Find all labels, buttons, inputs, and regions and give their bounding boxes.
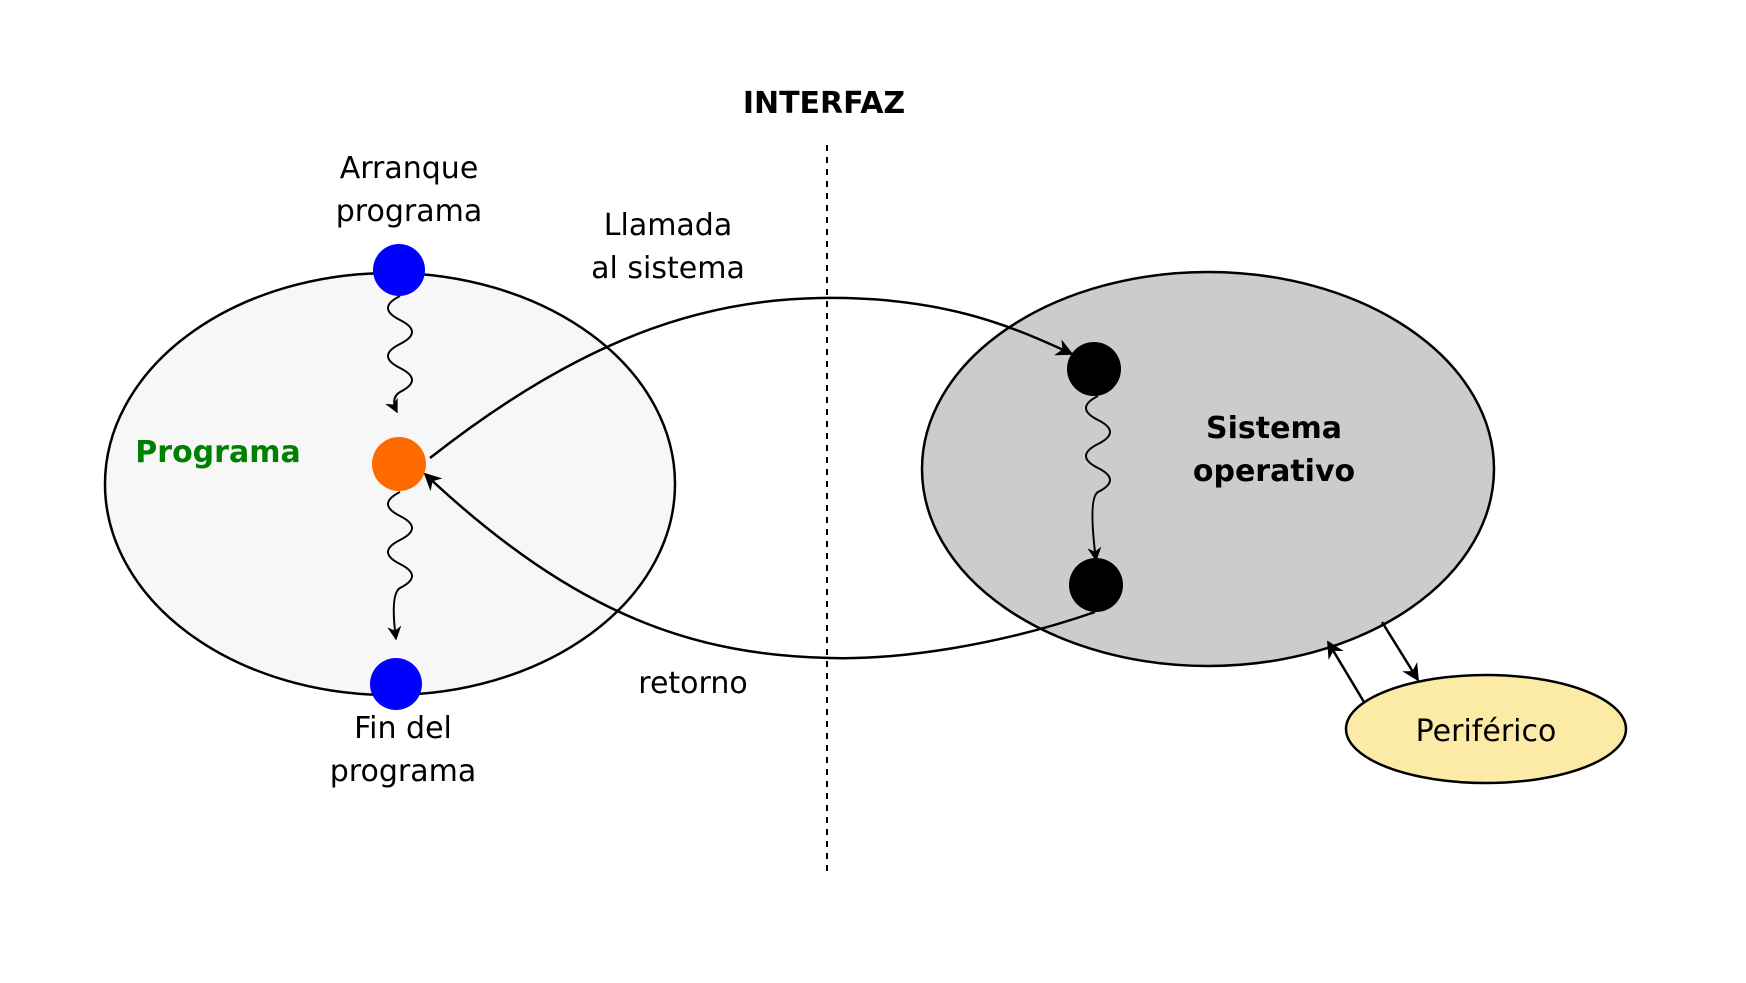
end-label-line2: programa	[330, 754, 476, 789]
start-label-line2: programa	[336, 194, 482, 229]
peripheral-to-os-arrow	[1326, 640, 1366, 703]
os-label-line1: Sistema	[1206, 411, 1342, 446]
syscall-node	[372, 437, 426, 491]
peripheral-label: Periférico	[1416, 714, 1557, 749]
call-label-line1: Llamada	[604, 208, 732, 243]
os-to-peripheral-arrow	[1380, 621, 1420, 682]
wavy-arrow-start-to-call	[385, 295, 413, 414]
wavy-arrow-os	[1085, 395, 1111, 562]
call-label-line2: al sistema	[591, 251, 745, 286]
program-label: Programa	[135, 435, 300, 470]
peripheral-ellipse	[1344, 673, 1628, 785]
return-label: retorno	[638, 666, 747, 701]
os-ellipse	[920, 270, 1496, 668]
os-label-line2: operativo	[1193, 454, 1355, 489]
os-entry-node	[1067, 342, 1121, 396]
start-label-line1: Arranque	[340, 151, 479, 186]
end-label-line1: Fin del	[354, 711, 452, 746]
start-node	[373, 244, 425, 296]
wavy-arrow-call-to-end	[387, 491, 413, 641]
end-node	[370, 658, 422, 710]
os-exit-node	[1069, 558, 1123, 612]
syscall-arrow	[429, 296, 1074, 459]
interface-label: INTERFAZ	[743, 86, 905, 121]
return-arrow	[423, 472, 1096, 660]
